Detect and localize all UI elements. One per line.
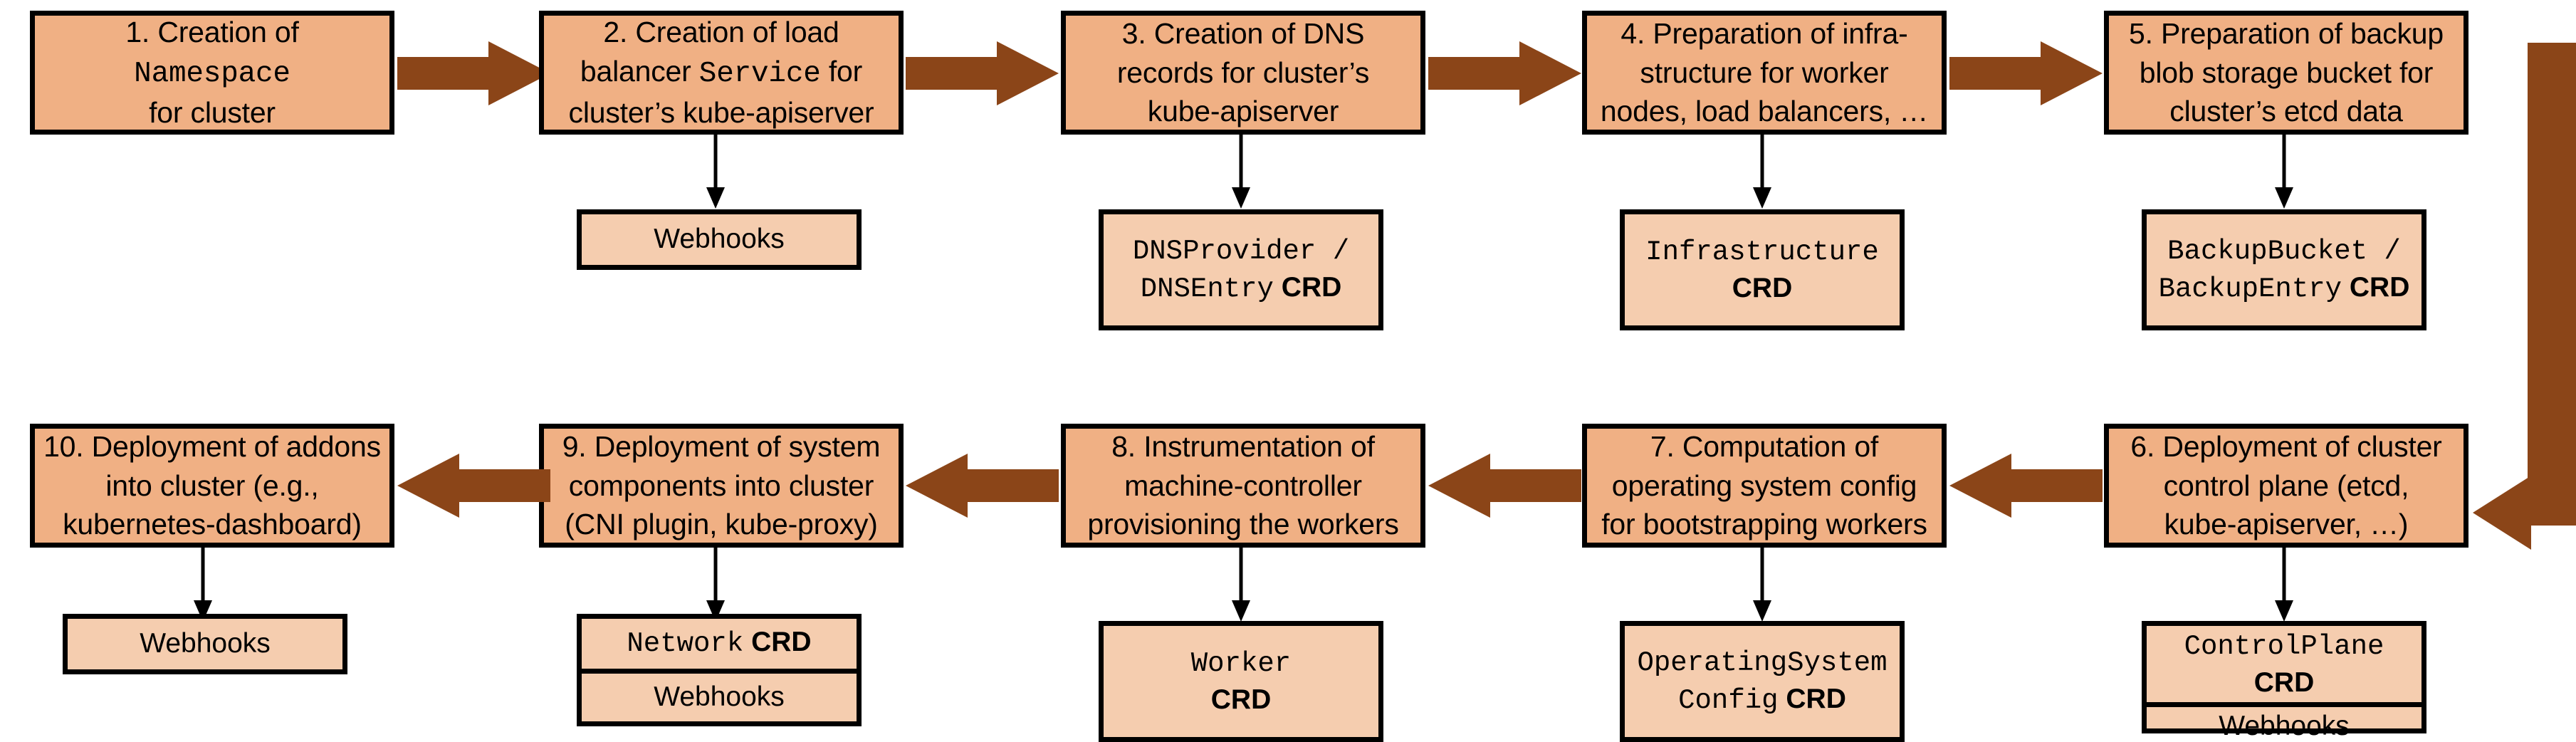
step-box-4[interactable]: 4. Preparation of infra- structure for w…: [1582, 11, 1947, 135]
step-box-9[interactable]: 9. Deployment of system components into …: [539, 424, 904, 548]
sub-box-10[interactable]: Webhooks: [63, 614, 347, 674]
step-box-1[interactable]: 1. Creation of Namespace for cluster: [30, 11, 394, 135]
sub-10-webhooks: Webhooks: [140, 628, 271, 659]
sub-5-crd: BackupBucket / BackupEntry CRD: [2158, 236, 2410, 305]
flow-arrow-8-9: [906, 454, 1059, 518]
connector-step-10: [189, 548, 217, 622]
sub-7-crd: OperatingSystem Config CRD: [1637, 647, 1888, 716]
connector-step-3: [1227, 135, 1255, 209]
step-box-7[interactable]: 7. Computation of operating system confi…: [1582, 424, 1947, 548]
step-7-label: 7. Computation of operating system confi…: [1601, 430, 1927, 541]
flow-arrow-9-10: [397, 454, 550, 518]
connector-step-9: [701, 548, 730, 622]
connector-step-2: [701, 135, 730, 209]
sub-8-crd: Worker CRD: [1190, 648, 1292, 715]
sub-6-crd: ControlPlane CRD: [2184, 631, 2384, 698]
sub-box-8[interactable]: Worker CRD: [1099, 621, 1383, 742]
step-box-2[interactable]: 2. Creation of load balancer Service for…: [539, 11, 904, 135]
step-5-label: 5. Preparation of backup blob storage bu…: [2129, 17, 2444, 128]
sub-9-webhooks: Webhooks: [582, 668, 857, 722]
step-box-8[interactable]: 8. Instrumentation of machine-controller…: [1061, 424, 1425, 548]
step-box-6[interactable]: 6. Deployment of cluster control plane (…: [2104, 424, 2468, 548]
step-4-label: 4. Preparation of infra- structure for w…: [1600, 17, 1929, 128]
sub-box-3[interactable]: DNSProvider / DNSEntry CRD: [1099, 209, 1383, 330]
connector-step-4: [1748, 135, 1776, 209]
flow-arrow-6-7: [1949, 454, 2103, 518]
flow-arrow-4-5: [1949, 41, 2103, 105]
flow-arrow-7-8: [1428, 454, 1581, 518]
sub-2-webhooks: Webhooks: [654, 224, 785, 255]
step-box-5[interactable]: 5. Preparation of backup blob storage bu…: [2104, 11, 2468, 135]
flow-arrow-3-4: [1428, 41, 1581, 105]
connector-step-7: [1748, 548, 1776, 622]
step-box-3[interactable]: 3. Creation of DNS records for cluster’s…: [1061, 11, 1425, 135]
step-box-10[interactable]: 10. Deployment of addons into cluster (e…: [30, 424, 394, 548]
sub-box-4[interactable]: Infrastructure CRD: [1620, 209, 1905, 330]
connector-step-5: [2270, 135, 2298, 209]
sub-box-5[interactable]: BackupBucket / BackupEntry CRD: [2142, 209, 2426, 330]
connector-step-8: [1227, 548, 1255, 622]
sub-6-webhooks: Webhooks: [2147, 702, 2421, 742]
flow-arrow-1-2: [397, 41, 550, 105]
flow-arrow-5-6: [2444, 43, 2576, 575]
step-1-label: 1. Creation of Namespace for cluster: [125, 16, 299, 130]
step-3-label: 3. Creation of DNS records for cluster’s…: [1116, 17, 1370, 128]
step-9-label: 9. Deployment of system components into …: [562, 430, 881, 541]
sub-box-7[interactable]: OperatingSystem Config CRD: [1620, 621, 1905, 742]
step-2-label: 2. Creation of load balancer Service for…: [568, 16, 874, 130]
connector-step-6: [2270, 548, 2298, 622]
flow-arrow-2-3: [906, 41, 1059, 105]
step-10-label: 10. Deployment of addons into cluster (e…: [43, 430, 381, 541]
step-8-label: 8. Instrumentation of machine-controller…: [1087, 430, 1399, 541]
sub-box-2[interactable]: Webhooks: [577, 209, 862, 270]
sub-box-9[interactable]: Network CRD Webhooks: [577, 614, 862, 726]
sub-3-crd: DNSProvider / DNSEntry CRD: [1132, 236, 1350, 305]
sub-9-crd: Network CRD: [627, 627, 812, 660]
sub-4-crd: Infrastructure CRD: [1645, 236, 1879, 303]
sub-box-6[interactable]: ControlPlane CRD Webhooks: [2142, 621, 2426, 741]
step-6-label: 6. Deployment of cluster control plane (…: [2130, 430, 2442, 541]
